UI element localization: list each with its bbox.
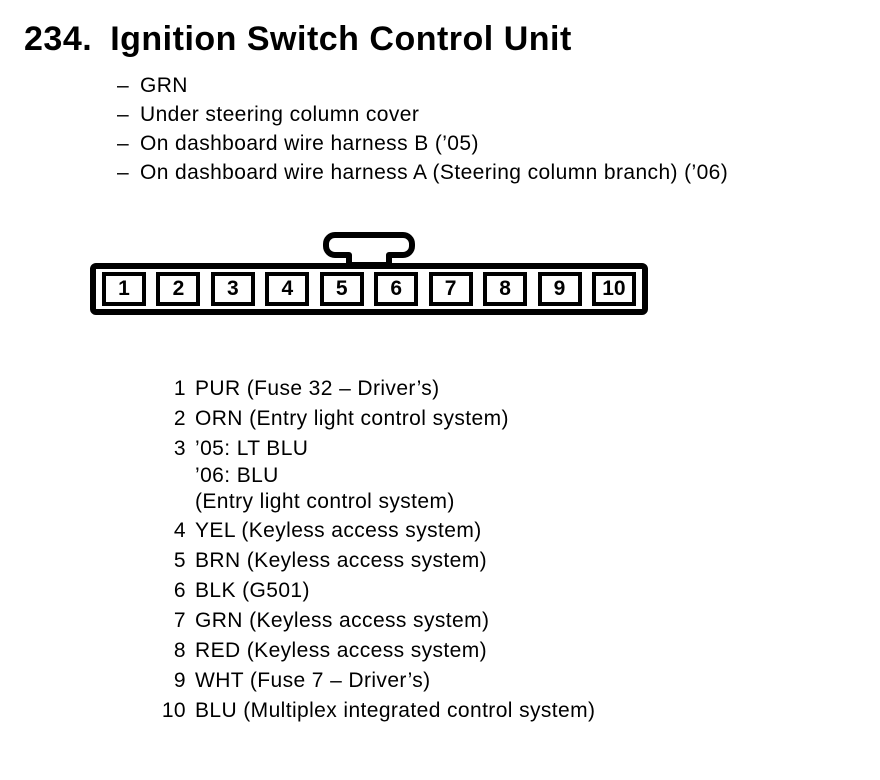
- connector-pin-6: 6: [374, 272, 419, 306]
- pin-number: 1: [173, 377, 186, 400]
- bullet-item: – On dashboard wire harness A (Steering …: [117, 158, 728, 187]
- connector-pin-7: 7: [428, 272, 473, 306]
- pin-number: 8: [173, 639, 186, 662]
- pinout-row: 7 GRN (Keyless access system): [99, 606, 595, 635]
- pinout-row: 5 BRN (Keyless access system): [99, 546, 595, 575]
- connector-pin-1: 1: [102, 272, 146, 306]
- page-title: 234. Ignition Switch Control Unit: [24, 21, 572, 57]
- pin-number: 2: [173, 407, 186, 430]
- connector-pin-5: 5: [319, 272, 364, 306]
- bullet-text: Under steering column cover: [140, 103, 420, 126]
- location-bullet-list: – GRN – Under steering column cover – On…: [117, 71, 728, 187]
- connector-pin-8: 8: [483, 272, 528, 306]
- connector-diagram: 1 2 3 4 5 6 7 8 9 10: [90, 232, 648, 315]
- bullet-dash: –: [117, 132, 130, 155]
- pin-number: 4: [173, 519, 186, 542]
- pin-description: WHT (Fuse 7 – Driver’s): [195, 669, 431, 692]
- pinout-row: 1 PUR (Fuse 32 – Driver’s): [99, 374, 595, 403]
- pin-description: ’05: LT BLU: [195, 437, 309, 460]
- connector-body: 1 2 3 4 5 6 7 8 9 10: [90, 263, 648, 315]
- bullet-text: On dashboard wire harness A (Steering co…: [140, 161, 729, 184]
- pinout-row: 8 RED (Keyless access system): [99, 636, 595, 665]
- pin-description: PUR (Fuse 32 – Driver’s): [195, 377, 440, 400]
- pin-number: 10: [161, 699, 186, 722]
- connector-pin-9: 9: [537, 272, 582, 306]
- pinout-row: 9 WHT (Fuse 7 – Driver’s): [99, 666, 595, 695]
- pin-description: BLU (Multiplex integrated control system…: [195, 699, 596, 722]
- pinout-row: 6 BLK (G501): [99, 576, 595, 605]
- pin-number: 6: [173, 579, 186, 602]
- bullet-dash: –: [117, 103, 130, 126]
- bullet-dash: –: [117, 74, 130, 97]
- pin-description: ORN (Entry light control system): [195, 407, 509, 430]
- connector-pin-10: 10: [591, 272, 636, 306]
- pin-description: (Entry light control system): [195, 490, 455, 513]
- pin-number: 3: [173, 437, 186, 460]
- pin-description: GRN (Keyless access system): [195, 609, 490, 632]
- pin-description: BRN (Keyless access system): [195, 549, 488, 572]
- connector-pin-4: 4: [265, 272, 310, 306]
- bullet-text: On dashboard wire harness B (’05): [140, 132, 479, 155]
- pinout-row: 2 ORN (Entry light control system): [99, 404, 595, 433]
- bullet-dash: –: [117, 161, 130, 184]
- section-title: Ignition Switch Control Unit: [110, 20, 572, 58]
- pin-number: 9: [173, 669, 186, 692]
- bullet-item: – GRN: [117, 71, 728, 100]
- pin-number: 7: [173, 609, 186, 632]
- bullet-item: – Under steering column cover: [117, 100, 728, 129]
- bullet-item: – On dashboard wire harness B (’05): [117, 129, 728, 158]
- connector-pin-2: 2: [156, 272, 201, 306]
- pin-description: YEL (Keyless access system): [195, 519, 482, 542]
- pin-description: RED (Keyless access system): [195, 639, 488, 662]
- pinout-row: 4 YEL (Keyless access system): [99, 516, 595, 545]
- pin-number: 5: [173, 549, 186, 572]
- pinout-row: 10 BLU (Multiplex integrated control sys…: [99, 696, 595, 725]
- pin-description: BLK (G501): [195, 579, 310, 602]
- pinout-row: 3 ’05: LT BLU ’06: BLU (Entry light cont…: [99, 434, 595, 515]
- pinout-list: 1 PUR (Fuse 32 – Driver’s) 2 ORN (Entry …: [99, 374, 595, 726]
- pin-description: ’06: BLU: [195, 464, 279, 487]
- connector-pin-3: 3: [210, 272, 255, 306]
- section-number: 234.: [24, 20, 93, 58]
- bullet-text: GRN: [140, 74, 188, 97]
